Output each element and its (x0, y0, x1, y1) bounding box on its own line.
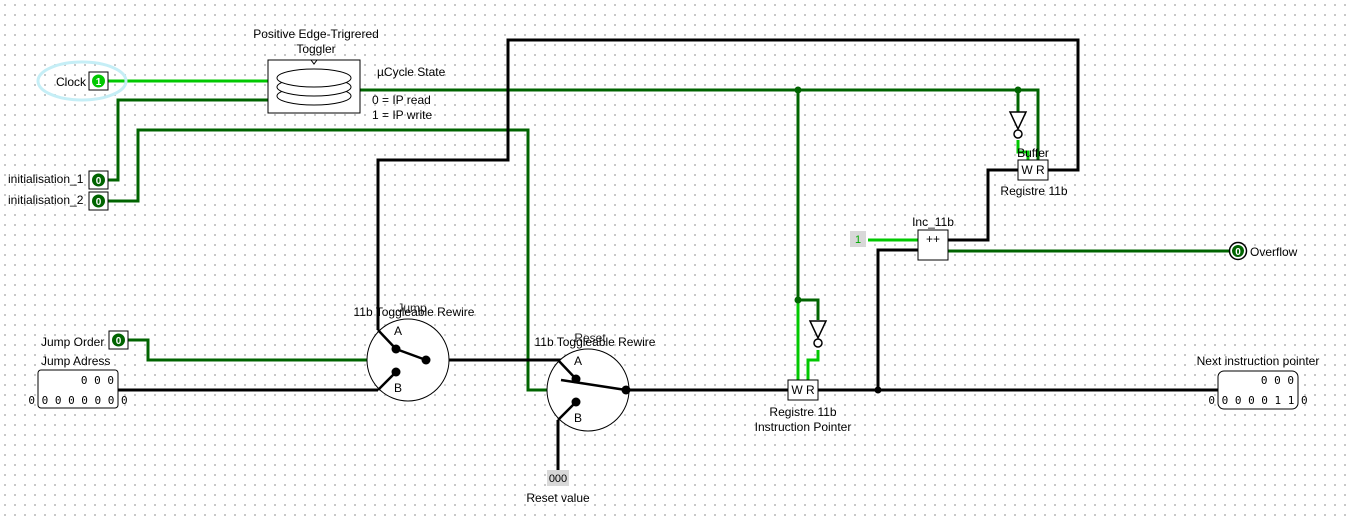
constant-one[interactable]: 1 (850, 231, 866, 247)
ip-register-pins: W R (791, 383, 815, 397)
jump-order-pin[interactable]: 0 (108, 330, 129, 350)
clock-value: 1 (96, 77, 102, 88)
rewire-reset-a: A (574, 354, 582, 368)
ucycle-line-1: 1 = IP write (372, 108, 432, 122)
buffer-caption: Registre 11b (1000, 184, 1067, 198)
buffer-label: Buffer (1017, 146, 1049, 160)
init-1-label: initialisation_1 (8, 172, 84, 186)
inc-block[interactable]: ++ (917, 229, 949, 261)
junction-dots (794, 86, 1022, 394)
rewire-jump-overlay: Jump (397, 301, 427, 315)
jump-adress-input[interactable]: 0 0 0 0 0 0 0 0 0 0 0 (28, 369, 128, 409)
ip-register-caption-2: Instruction Pointer (755, 420, 852, 434)
inc-symbol: ++ (926, 232, 940, 246)
wires (108, 38, 1230, 470)
wire-to-not-bottom (798, 298, 820, 320)
toggler-title-1: Positive Edge-Trigrered (253, 27, 379, 41)
ucycle-title: µCycle State (377, 65, 446, 79)
init-2-value: 0 (96, 197, 102, 208)
wire-not-bottom-out (806, 350, 820, 380)
overflow-value: 0 (1235, 247, 1241, 258)
rewire-reset-overlay: Reset (574, 331, 606, 345)
reset-value-label: Reset value (526, 491, 590, 505)
jump-adress-label: Jump Adress (41, 354, 110, 368)
wire-not-top-out (1016, 140, 1030, 160)
ip-register-caption-1: Registre 11b (769, 405, 836, 419)
next-ip-top: 0 0 0 (1261, 374, 1294, 387)
not-gate-bottom[interactable] (808, 320, 828, 348)
wire-jump-order (128, 338, 368, 362)
toggler-title-2: Toggler (296, 42, 335, 56)
rewire-reset-b: B (574, 411, 582, 425)
next-ip-output: 0 0 0 0 0 0 0 0 1 1 0 (1208, 370, 1308, 410)
jump-adress-top: 0 0 0 (81, 374, 114, 387)
rewire-reset[interactable]: A B (546, 348, 631, 432)
overflow-label: Overflow (1250, 245, 1298, 259)
clock-pin[interactable]: 1 (88, 71, 109, 91)
wire-ucycle-state (360, 88, 1040, 160)
next-ip-label: Next instruction pointer (1197, 354, 1320, 368)
rewire-jump-a: A (394, 324, 402, 338)
ip-register[interactable]: W R (787, 379, 819, 401)
rewire-jump[interactable]: A B (366, 318, 450, 402)
buffer-register[interactable]: W R (1017, 159, 1049, 181)
init-2-pin[interactable]: 0 (88, 191, 109, 211)
toggler-stack-icon (276, 68, 352, 106)
bus-ip-to-inc (876, 248, 918, 390)
wire-init-2 (108, 128, 548, 392)
clock-selection-highlight (36, 60, 128, 102)
init-1-value: 0 (96, 176, 102, 187)
rewire-jump-b: B (394, 381, 402, 395)
jump-order-label: Jump Order (41, 335, 104, 349)
bus-inc-to-buffer (948, 168, 1018, 242)
junction-dot (794, 86, 802, 94)
buffer-pins: W R (1021, 163, 1045, 177)
junction-dot (874, 386, 882, 394)
ucycle-line-0: 0 = IP read (372, 93, 431, 107)
jump-order-value: 0 (116, 336, 122, 347)
wire-init-1 (108, 98, 268, 182)
inc-label: Inc_11b (912, 215, 954, 229)
toggler-block[interactable] (267, 59, 361, 114)
rewire-jump-title: 11b Toggleable Rewire (354, 305, 475, 319)
reset-value: 000 (549, 473, 567, 485)
rewire-reset-title: 11b Toggleable Rewire (535, 335, 656, 349)
init-1-pin[interactable]: 0 (88, 170, 109, 190)
bus-buffer-to-jump-a (376, 38, 1080, 330)
not-gate-top[interactable] (1008, 111, 1028, 139)
init-2-label: initialisation_2 (8, 193, 84, 207)
jump-adress-bottom: 0 0 0 0 0 0 0 0 (28, 394, 127, 407)
reset-value-constant[interactable]: 000 (547, 470, 569, 486)
constant-one-value: 1 (855, 234, 861, 246)
clock-label: Clock (56, 75, 87, 89)
overflow-led: 0 (1228, 241, 1248, 261)
next-ip-bottom: 0 0 0 0 0 1 1 0 (1208, 394, 1307, 407)
junction-dot (794, 296, 802, 304)
junction-dot (1014, 86, 1022, 94)
